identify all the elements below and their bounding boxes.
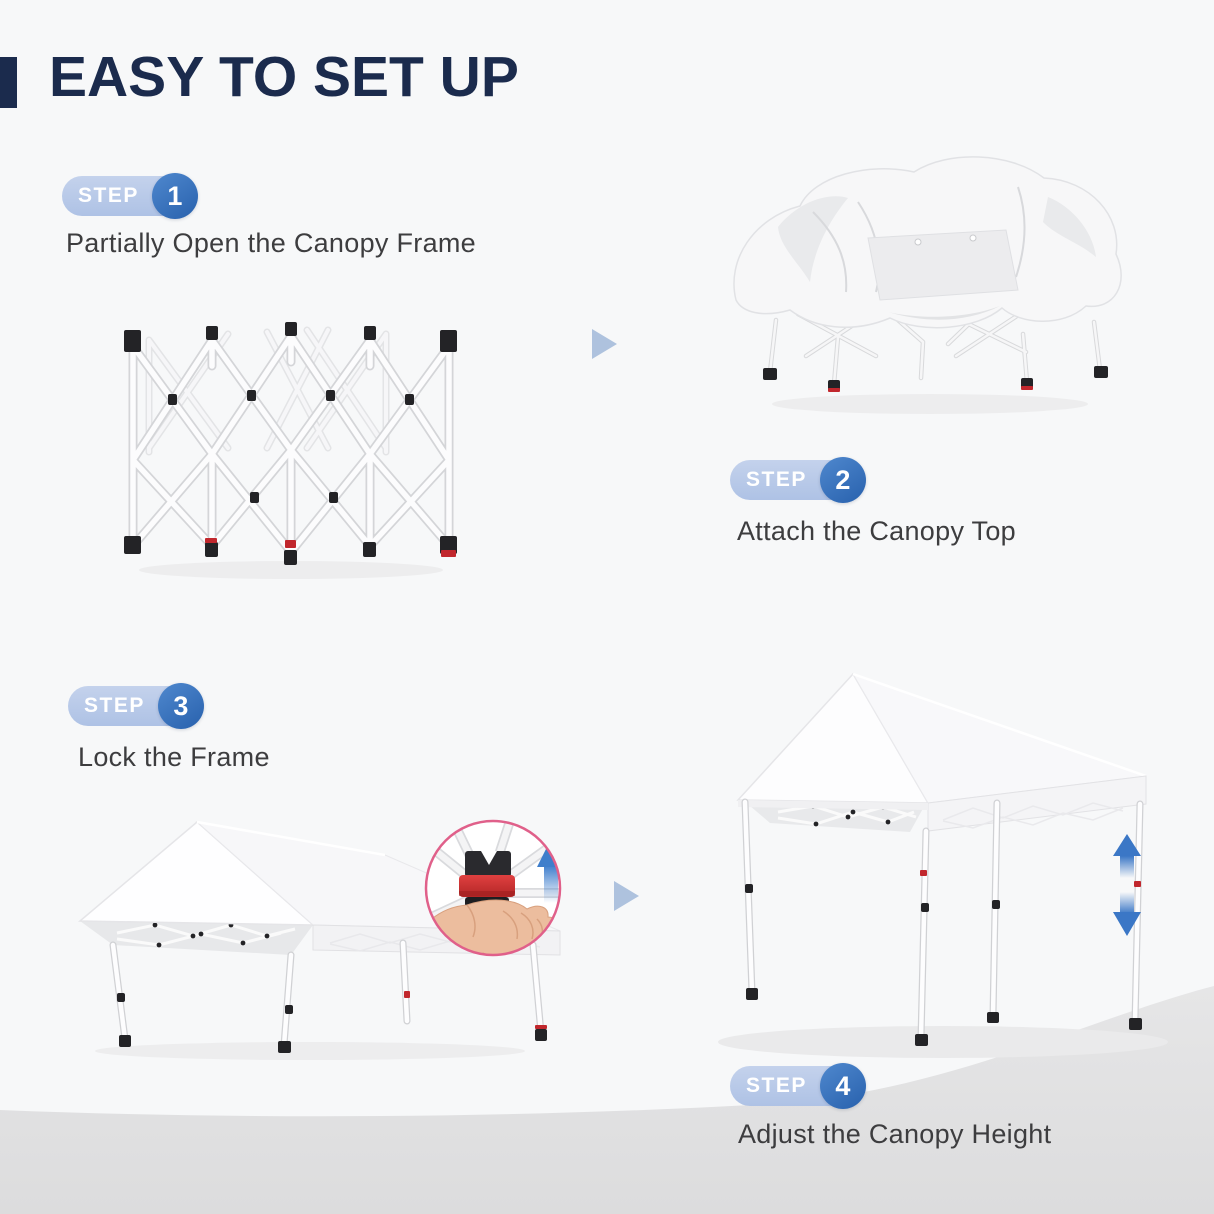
frame-legs bbox=[763, 307, 1108, 392]
flow-arrow-icon bbox=[592, 329, 617, 359]
height-up-arrow-icon bbox=[1113, 834, 1141, 878]
step-1-badge: STEP 1 bbox=[62, 173, 198, 219]
lock-the-frame-illustration bbox=[77, 819, 562, 1060]
frame-back-wall bbox=[145, 326, 390, 456]
step-3-badge-label: STEP bbox=[84, 694, 145, 717]
step-1-badge-label: STEP bbox=[78, 184, 139, 207]
background-wave bbox=[0, 986, 1214, 1214]
step-3-badge: STEP 3 bbox=[68, 683, 204, 729]
height-adjust-tent-illustration bbox=[718, 672, 1168, 1058]
page-title: EASY TO SET UP bbox=[49, 45, 519, 109]
step-1-number: 1 bbox=[151, 173, 198, 219]
frame-fittings bbox=[124, 322, 457, 565]
height-down-arrow-icon bbox=[1113, 892, 1141, 936]
step-4-badge-label: STEP bbox=[746, 1074, 807, 1097]
frame-red-accents bbox=[205, 538, 456, 557]
title-accent-bar bbox=[0, 57, 17, 108]
flow-arrow-icon bbox=[614, 881, 639, 911]
partially-opened-frame-illustration bbox=[124, 322, 457, 579]
step-2-title: Attach the Canopy Top bbox=[737, 516, 1016, 546]
step-2-badge-label: STEP bbox=[746, 468, 807, 491]
step-4-badge: STEP 4 bbox=[730, 1063, 866, 1109]
draped-canopy-top-illustration bbox=[733, 156, 1122, 414]
step-4-number: 4 bbox=[819, 1063, 866, 1109]
inset-ring bbox=[424, 819, 562, 957]
step-4-title: Adjust the Canopy Height bbox=[738, 1119, 1052, 1149]
frame-front-wall bbox=[128, 331, 454, 559]
canopy-fabric bbox=[733, 156, 1122, 329]
canopy-tent bbox=[736, 672, 1147, 1046]
step-3-number: 3 bbox=[157, 683, 204, 729]
step-3-title: Lock the Frame bbox=[78, 742, 270, 772]
step-1-title: Partially Open the Canopy Frame bbox=[66, 228, 476, 258]
step-2-number: 2 bbox=[819, 457, 866, 503]
step-2-badge: STEP 2 bbox=[730, 457, 866, 503]
